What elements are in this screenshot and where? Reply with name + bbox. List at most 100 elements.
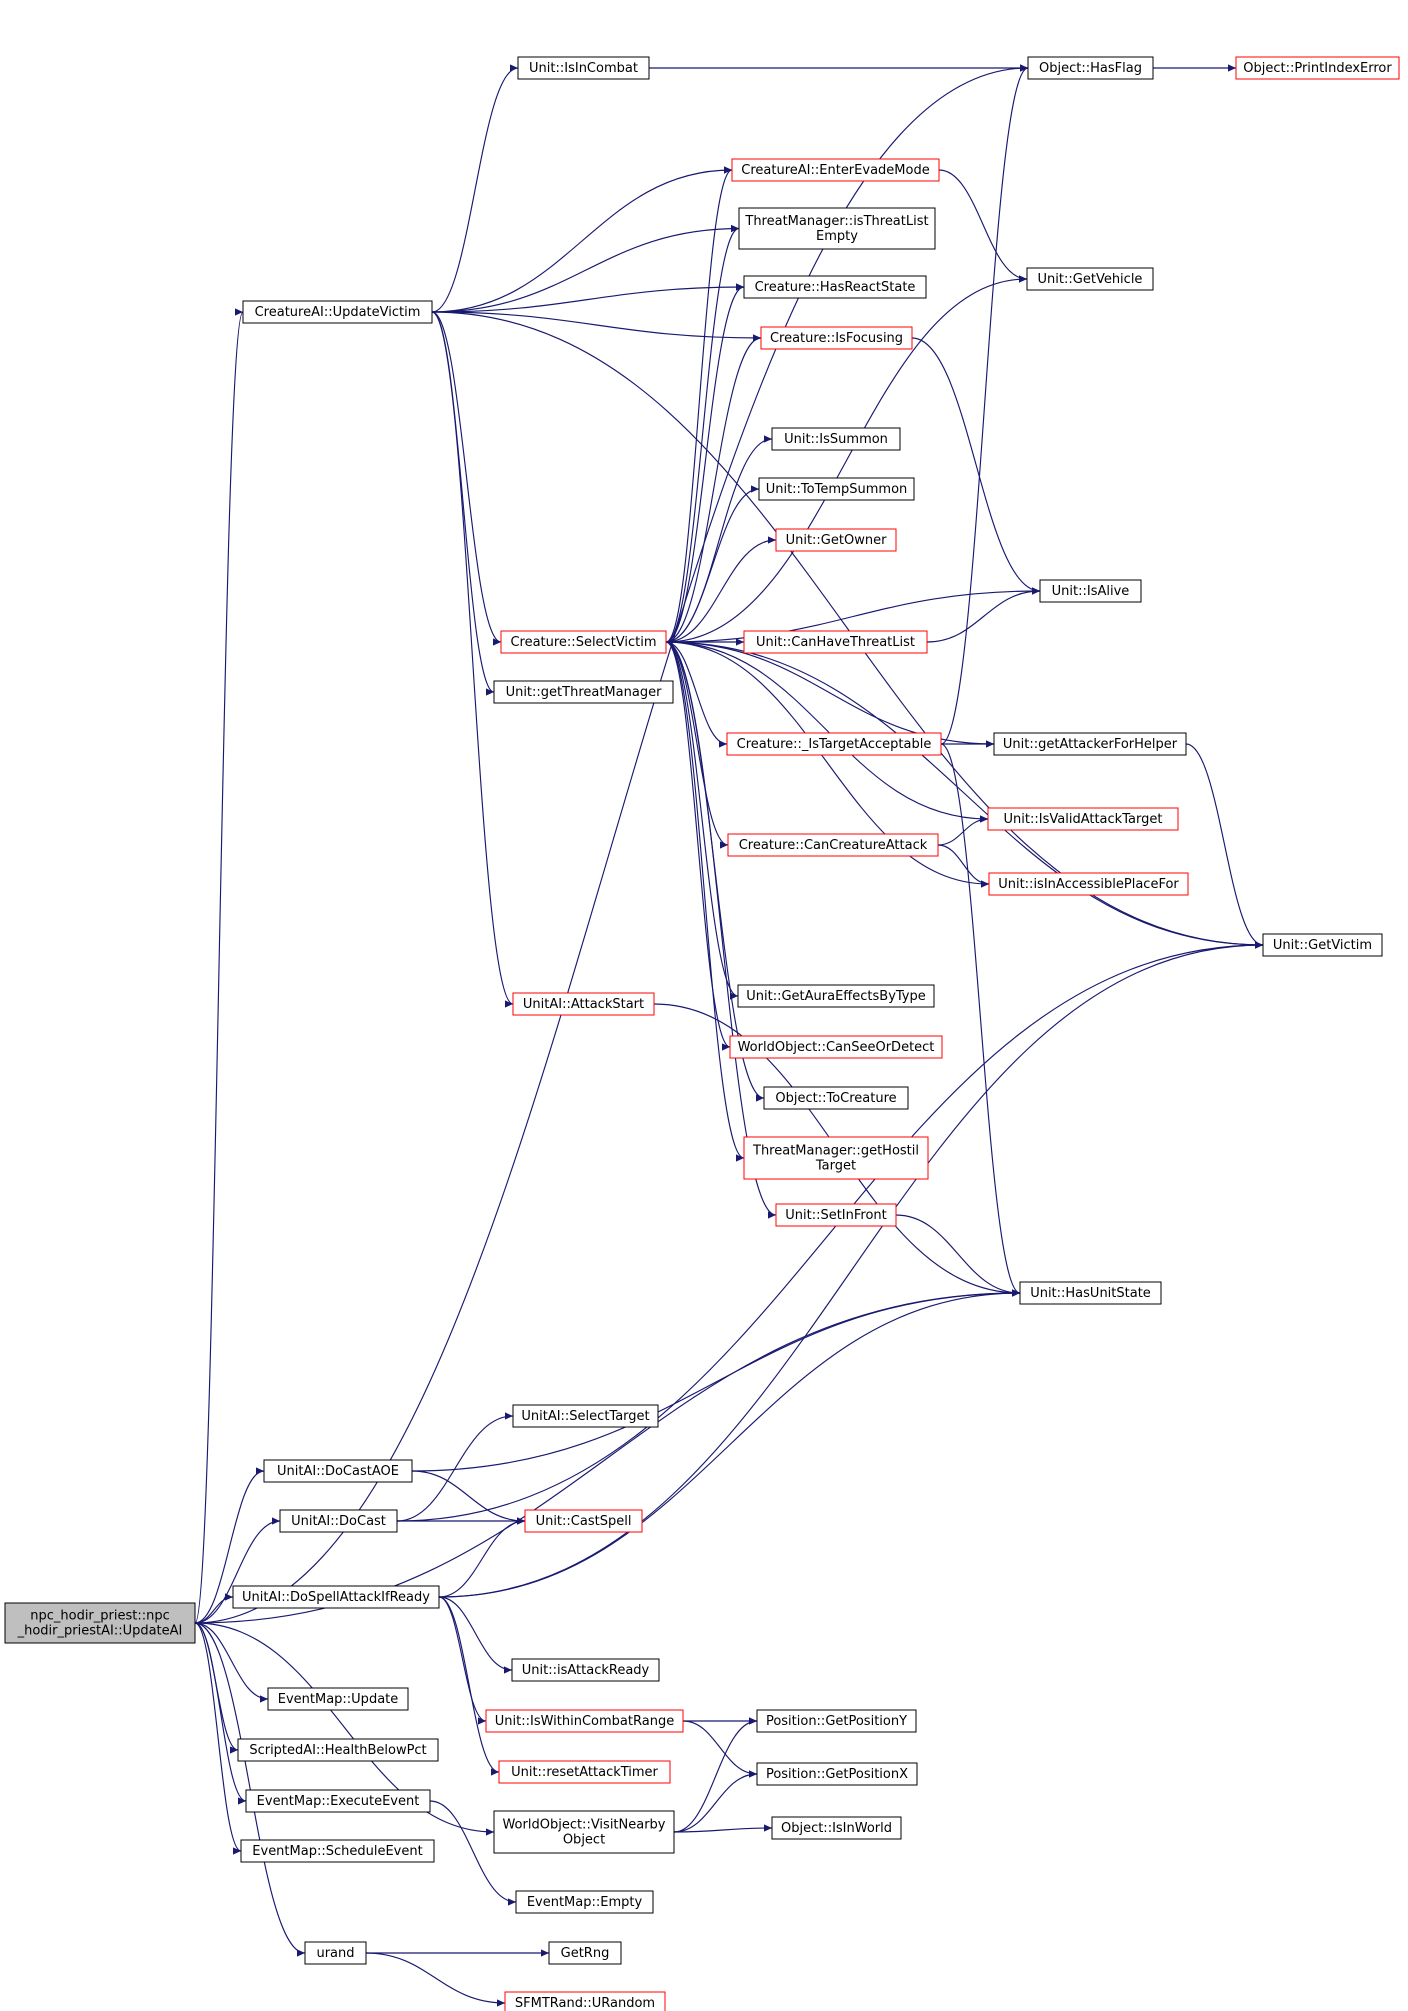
node-unit-canhavethreatlist[interactable]: Unit::CanHaveThreatList xyxy=(743,630,928,654)
edge-path xyxy=(431,311,514,1008)
edge-n1-to-n16 xyxy=(431,311,495,696)
edge-n1-to-n22 xyxy=(431,311,1264,949)
node-label: Creature::HasReactState xyxy=(755,280,916,295)
node-eventmap-executeevent[interactable]: EventMap::ExecuteEvent xyxy=(245,1789,431,1813)
node-creatureai-enterevademode[interactable]: CreatureAI::EnterEvadeMode xyxy=(731,158,940,182)
node-unit-isincombat[interactable]: Unit::IsInCombat xyxy=(517,56,650,80)
node-unit-resetattacktimer[interactable]: Unit::resetAttackTimer xyxy=(498,1760,671,1784)
node-unit-totempsummon[interactable]: Unit::ToTempSummon xyxy=(758,477,915,501)
edge-path xyxy=(665,641,777,1219)
node-unitai-docastaoe[interactable]: UnitAI::DoCastAOE xyxy=(263,1459,413,1483)
edge-n14-to-n11 xyxy=(665,485,760,643)
node-unit-getthreatmanager[interactable]: Unit::getThreatManager xyxy=(493,680,674,704)
node-position-getpositionx[interactable]: Position::GetPositionX xyxy=(756,1762,918,1786)
node-object-isinworld[interactable]: Object::IsInWorld xyxy=(771,1816,902,1840)
node-unit-isalive[interactable]: Unit::IsAlive xyxy=(1039,579,1142,603)
node-creature-cancreatureattack[interactable]: Creature::CanCreatureAttack xyxy=(727,833,939,857)
node-object-hasflag[interactable]: Object::HasFlag xyxy=(1027,56,1154,80)
node-position-getpositiony[interactable]: Position::GetPositionY xyxy=(756,1709,917,1733)
edge-n5-to-n9 xyxy=(938,169,1028,283)
edge-n47-to-n49 xyxy=(365,1952,506,2007)
node-worldobject-canseeordetect[interactable]: WorldObject::CanSeeOrDetect xyxy=(729,1035,943,1059)
edge-path xyxy=(411,1289,1021,1472)
node-label: ThreatManager::isThreatList xyxy=(744,214,928,229)
edge-path xyxy=(673,1717,758,1833)
edge-n31-to-n29 xyxy=(411,1289,1021,1472)
node-creatureai-updatevictim[interactable]: CreatureAI::UpdateVictim xyxy=(242,300,433,324)
node-box xyxy=(1039,579,1142,603)
edge-n17-to-n3 xyxy=(940,64,1029,745)
node-eventmap-update[interactable]: EventMap::Update xyxy=(267,1687,409,1711)
node-unit-getauraeffectsbytype[interactable]: Unit::GetAuraEffectsByType xyxy=(737,984,935,1008)
node-unit-isattackready[interactable]: Unit::isAttackReady xyxy=(511,1658,660,1682)
node-creature-selectvictim[interactable]: Creature::SelectVictim xyxy=(500,630,667,654)
node-unit-getvictim[interactable]: Unit::GetVictim xyxy=(1262,933,1383,957)
node-label: SFMTRand::URandom xyxy=(515,1996,655,2011)
edge-path xyxy=(431,166,733,313)
node-object-tocreature[interactable]: Object::ToCreature xyxy=(763,1086,909,1110)
edge-n34-to-n29 xyxy=(438,1289,1021,1598)
node-unit-hasunitstate[interactable]: Unit::HasUnitState xyxy=(1019,1281,1162,1305)
edge-path xyxy=(926,587,1041,643)
node-unit-getowner[interactable]: Unit::GetOwner xyxy=(775,528,897,552)
node-box xyxy=(758,477,915,501)
node-unit-issummon[interactable]: Unit::IsSummon xyxy=(771,427,901,451)
node-label: UnitAI::DoSpellAttackIfReady xyxy=(242,1590,430,1605)
edge-path xyxy=(665,641,989,823)
node-box xyxy=(726,732,942,756)
node-box xyxy=(756,1709,917,1733)
node-npc-hodir-priest-npc-hodir-priestai-updateai[interactable]: npc_hodir_priest::npc_hodir_priestAI::Up… xyxy=(4,1602,196,1644)
edge-path xyxy=(431,224,740,313)
node-unit-isvalidattacktarget[interactable]: Unit::IsValidAttackTarget xyxy=(987,807,1179,831)
node-urand[interactable]: urand xyxy=(304,1941,367,1965)
node-box xyxy=(493,1810,675,1854)
node-unit-getattackerforhelper[interactable]: Unit::getAttackerForHelper xyxy=(993,732,1187,756)
node-unit-setinfront[interactable]: Unit::SetInFront xyxy=(775,1203,897,1227)
edge-path xyxy=(673,1824,773,1833)
node-unitai-selecttarget[interactable]: UnitAI::SelectTarget xyxy=(512,1404,659,1428)
node-box xyxy=(263,1459,413,1483)
edge-path xyxy=(431,311,502,646)
edge-n0-to-n43 xyxy=(194,1622,495,1836)
node-box xyxy=(771,427,901,451)
node-label: Unit::GetAuraEffectsByType xyxy=(746,989,926,1004)
node-box xyxy=(775,528,897,552)
node-creature-hasreactstate[interactable]: Creature::HasReactState xyxy=(743,275,927,299)
edge-n1-to-n24 xyxy=(431,311,514,1008)
node-label: Unit::getThreatManager xyxy=(506,685,663,700)
edge-n0-to-n31 xyxy=(194,1467,265,1624)
node-unitai-docast[interactable]: UnitAI::DoCast xyxy=(279,1509,398,1533)
edge-path xyxy=(194,1622,247,1805)
node-label: UnitAI::SelectTarget xyxy=(521,1409,649,1424)
node-unitai-dospellattackifready[interactable]: UnitAI::DoSpellAttackIfReady xyxy=(232,1585,440,1609)
node-unit-isinaccessibleplacefor[interactable]: Unit::isInAccessiblePlaceFor xyxy=(988,872,1189,896)
edge-n1-to-n14 xyxy=(431,311,502,646)
edge-path xyxy=(665,641,731,1051)
node-object-printindexerror[interactable]: Object::PrintIndexError xyxy=(1235,56,1400,80)
edge-path xyxy=(940,743,1021,1297)
node-scriptedai-healthbelowpct[interactable]: ScriptedAI::HealthBelowPct xyxy=(237,1738,439,1762)
node-box xyxy=(993,732,1187,756)
node-eventmap-scheduleevent[interactable]: EventMap::ScheduleEvent xyxy=(240,1839,435,1863)
node-unit-getvehicle[interactable]: Unit::GetVehicle xyxy=(1026,267,1154,291)
node-unit-castspell[interactable]: Unit::CastSpell xyxy=(524,1509,643,1533)
edge-n17-to-n29 xyxy=(940,743,1021,1297)
node-creature-istargetacceptable[interactable]: Creature::_IsTargetAcceptable xyxy=(726,732,942,756)
node-getrng[interactable]: GetRng xyxy=(548,1941,622,1965)
node-box xyxy=(763,1086,909,1110)
node-creature-isfocusing[interactable]: Creature::IsFocusing xyxy=(760,326,913,350)
edge-path xyxy=(431,311,762,342)
node-label: Unit::GetVehicle xyxy=(1038,272,1143,287)
edge-path xyxy=(396,1412,514,1522)
node-sfmtrand-urandom[interactable]: SFMTRand::URandom xyxy=(504,1991,666,2011)
node-box xyxy=(511,1658,660,1682)
node-eventmap-empty[interactable]: EventMap::Empty xyxy=(515,1890,654,1914)
edge-path xyxy=(438,1596,487,1725)
node-label: Object::ToCreature xyxy=(775,1091,896,1106)
node-unitai-attackstart[interactable]: UnitAI::AttackStart xyxy=(512,992,655,1016)
node-unit-iswithincombatrange[interactable]: Unit::IsWithinCombatRange xyxy=(485,1709,684,1733)
node-box xyxy=(1019,1281,1162,1305)
